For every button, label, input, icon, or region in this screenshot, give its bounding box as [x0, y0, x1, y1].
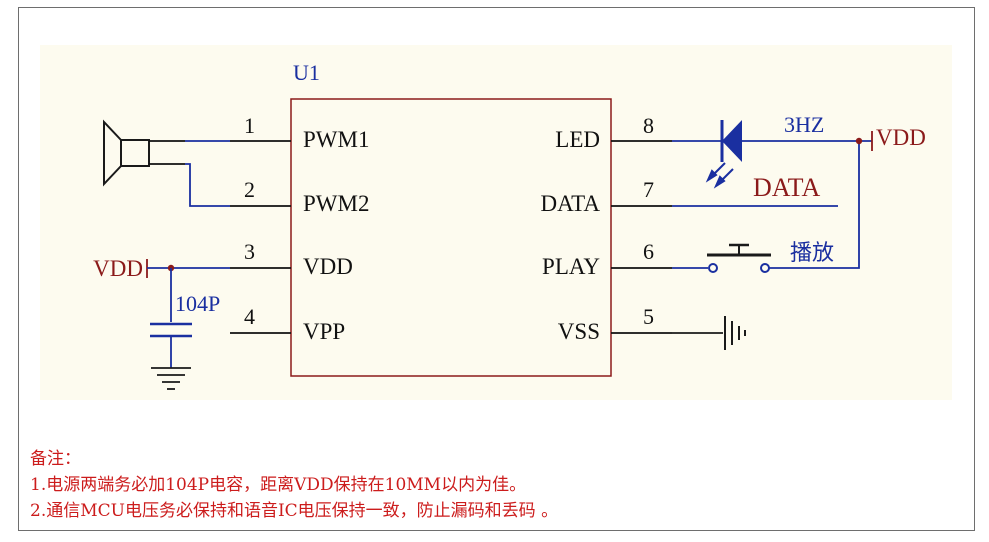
speaker-icon — [103, 119, 185, 187]
vdd-right-junction — [855, 137, 863, 145]
capacitor-value: 104P — [175, 291, 220, 316]
vdd-left-net — [146, 259, 230, 322]
vdd-left-label: VDD — [93, 256, 143, 281]
pin-1-name: PWM1 — [303, 127, 369, 152]
notes-line-1: 1.电源两端务必加104P电容，距离VDD保持在10MM以内为佳。 — [30, 475, 527, 495]
right-pin-lines — [611, 140, 672, 334]
pin-5-name: VSS — [558, 319, 600, 344]
notes-block: 备注： 1.电源两端务必加104P电容，距离VDD保持在10MM以内为佳。 2.… — [30, 446, 558, 524]
play-button-label: 播放 — [790, 241, 834, 266]
pin-7-name: DATA — [541, 191, 601, 216]
left-pin-lines — [230, 140, 291, 334]
pin-8-name: LED — [555, 127, 600, 152]
capacitor-icon — [150, 322, 192, 368]
notes-line-2: 2.通信MCU电压务必保持和语音IC电压保持一致，防止漏码和丢码 。 — [30, 501, 559, 521]
pin-4-number: 4 — [244, 304, 255, 329]
led-wires — [672, 140, 872, 269]
chip-ref: U1 — [293, 60, 320, 85]
notes-title: 备注： — [30, 449, 81, 469]
pin-6-name: PLAY — [542, 254, 600, 279]
vdd-right-label: VDD — [876, 125, 926, 150]
ground-right-icon — [672, 316, 746, 350]
pin-3-name: VDD — [303, 254, 353, 279]
pin-8-number: 8 — [643, 113, 654, 138]
led-frequency-label: 3HZ — [784, 112, 824, 137]
pin-5-number: 5 — [643, 304, 654, 329]
ground-left-icon — [151, 367, 191, 390]
pin-6-number: 6 — [643, 239, 654, 264]
pin-2-name: PWM2 — [303, 191, 369, 216]
pin-3-number: 3 — [244, 239, 255, 264]
speaker-wires — [185, 140, 230, 207]
pin-2-number: 2 — [244, 177, 255, 202]
push-button-icon — [672, 243, 771, 273]
data-net-label: DATA — [753, 173, 820, 202]
pin-1-number: 1 — [244, 113, 255, 138]
pin-4-name: VPP — [303, 319, 345, 344]
pin-7-number: 7 — [643, 177, 654, 202]
chip-body — [290, 98, 612, 377]
